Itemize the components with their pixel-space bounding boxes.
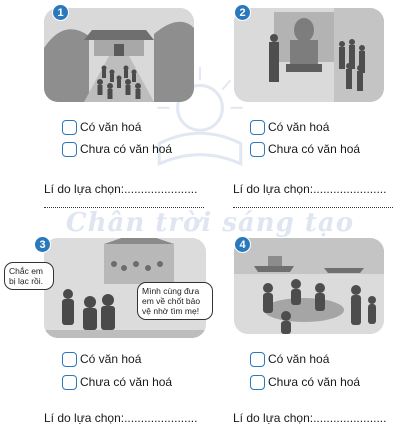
scene-2-label-cultured: Có văn hoá — [268, 120, 330, 134]
scene-4-option-uncultured[interactable]: Chưa có văn hoá — [250, 373, 360, 391]
scene-4-checkbox-uncultured[interactable] — [250, 374, 265, 390]
scene-2-checkbox-cultured[interactable] — [250, 119, 265, 135]
scene-4-image — [234, 238, 384, 334]
scene-2-option-uncultured[interactable]: Chưa có văn hoá — [250, 140, 360, 158]
scene-3-checkbox-cultured[interactable] — [62, 351, 77, 367]
scene-4-reason-dots: ...................... — [313, 411, 387, 425]
scene-3-reason-label: Lí do lựa chọn: — [44, 411, 125, 425]
scene-1-label-uncultured: Chưa có văn hoá — [80, 142, 173, 156]
scene-4-number: 4 — [234, 236, 251, 253]
scene-4-label-uncultured: Chưa có văn hoá — [268, 375, 361, 389]
scene-1-checkbox-uncultured[interactable] — [62, 141, 77, 157]
scene-1-reason-label: Lí do lựa chọn: — [44, 182, 125, 196]
scene-2-image — [234, 8, 384, 102]
museum-statue-scene-icon — [234, 8, 384, 102]
scene-4-reason[interactable]: Lí do lựa chọn:...................... — [233, 411, 386, 425]
scene-1-option-cultured[interactable]: Có văn hoá — [62, 118, 141, 136]
lost-child-scene-icon — [44, 238, 206, 338]
scene-1-label-cultured: Có văn hoá — [80, 120, 142, 134]
scene-4-checkbox-cultured[interactable] — [250, 351, 265, 367]
scene-2-reason-dots: ...................... — [313, 182, 387, 196]
speech-bubble-help: Mình cùng đưa em về chốt bảo vệ nhờ tìm … — [137, 282, 213, 320]
scene-2-option-cultured[interactable]: Có văn hoá — [250, 118, 329, 136]
scene-1-reason-dots: ...................... — [124, 182, 198, 196]
scene-1-checkbox-cultured[interactable] — [62, 119, 77, 135]
temple-courtyard-scene-icon — [44, 8, 194, 102]
scene-3-option-uncultured[interactable]: Chưa có văn hoá — [62, 373, 172, 391]
scene-2-reason[interactable]: Lí do lựa chọn:...................... — [233, 182, 386, 196]
scene-3-image — [44, 238, 206, 338]
scene-4-reason-label: Lí do lựa chọn: — [233, 411, 314, 425]
scene-3-reason[interactable]: Lí do lựa chọn:...................... — [44, 411, 197, 425]
scene-2-reason-label: Lí do lựa chọn: — [233, 182, 314, 196]
scene-4-label-cultured: Có văn hoá — [268, 352, 330, 366]
scene-1-option-uncultured[interactable]: Chưa có văn hoá — [62, 140, 172, 158]
scene-2-label-uncultured: Chưa có văn hoá — [268, 142, 361, 156]
scene-1-reason[interactable]: Lí do lựa chọn:...................... — [44, 182, 197, 196]
scene-1-number: 1 — [52, 4, 69, 21]
scene-2-number: 2 — [234, 4, 251, 21]
scene-3-label-cultured: Có văn hoá — [80, 352, 142, 366]
scene-3-checkbox-uncultured[interactable] — [62, 374, 77, 390]
scene-3-number: 3 — [34, 236, 51, 253]
family-meal-scene-icon — [234, 238, 384, 334]
scene-1-answer-line[interactable] — [44, 207, 204, 208]
scene-1-image — [44, 8, 194, 102]
speech-bubble-lost: Chắc em bị lạc rồi. — [4, 262, 54, 290]
scene-3-reason-dots: ...................... — [124, 411, 198, 425]
scene-4-option-cultured[interactable]: Có văn hoá — [250, 350, 329, 368]
scene-2-answer-line[interactable] — [233, 207, 393, 208]
sun-book-watermark-icon — [157, 67, 243, 167]
scene-3-option-cultured[interactable]: Có văn hoá — [62, 350, 141, 368]
scene-2-checkbox-uncultured[interactable] — [250, 141, 265, 157]
watermark-text: Chân trời sáng tạo — [65, 208, 355, 238]
scene-3-label-uncultured: Chưa có văn hoá — [80, 375, 173, 389]
